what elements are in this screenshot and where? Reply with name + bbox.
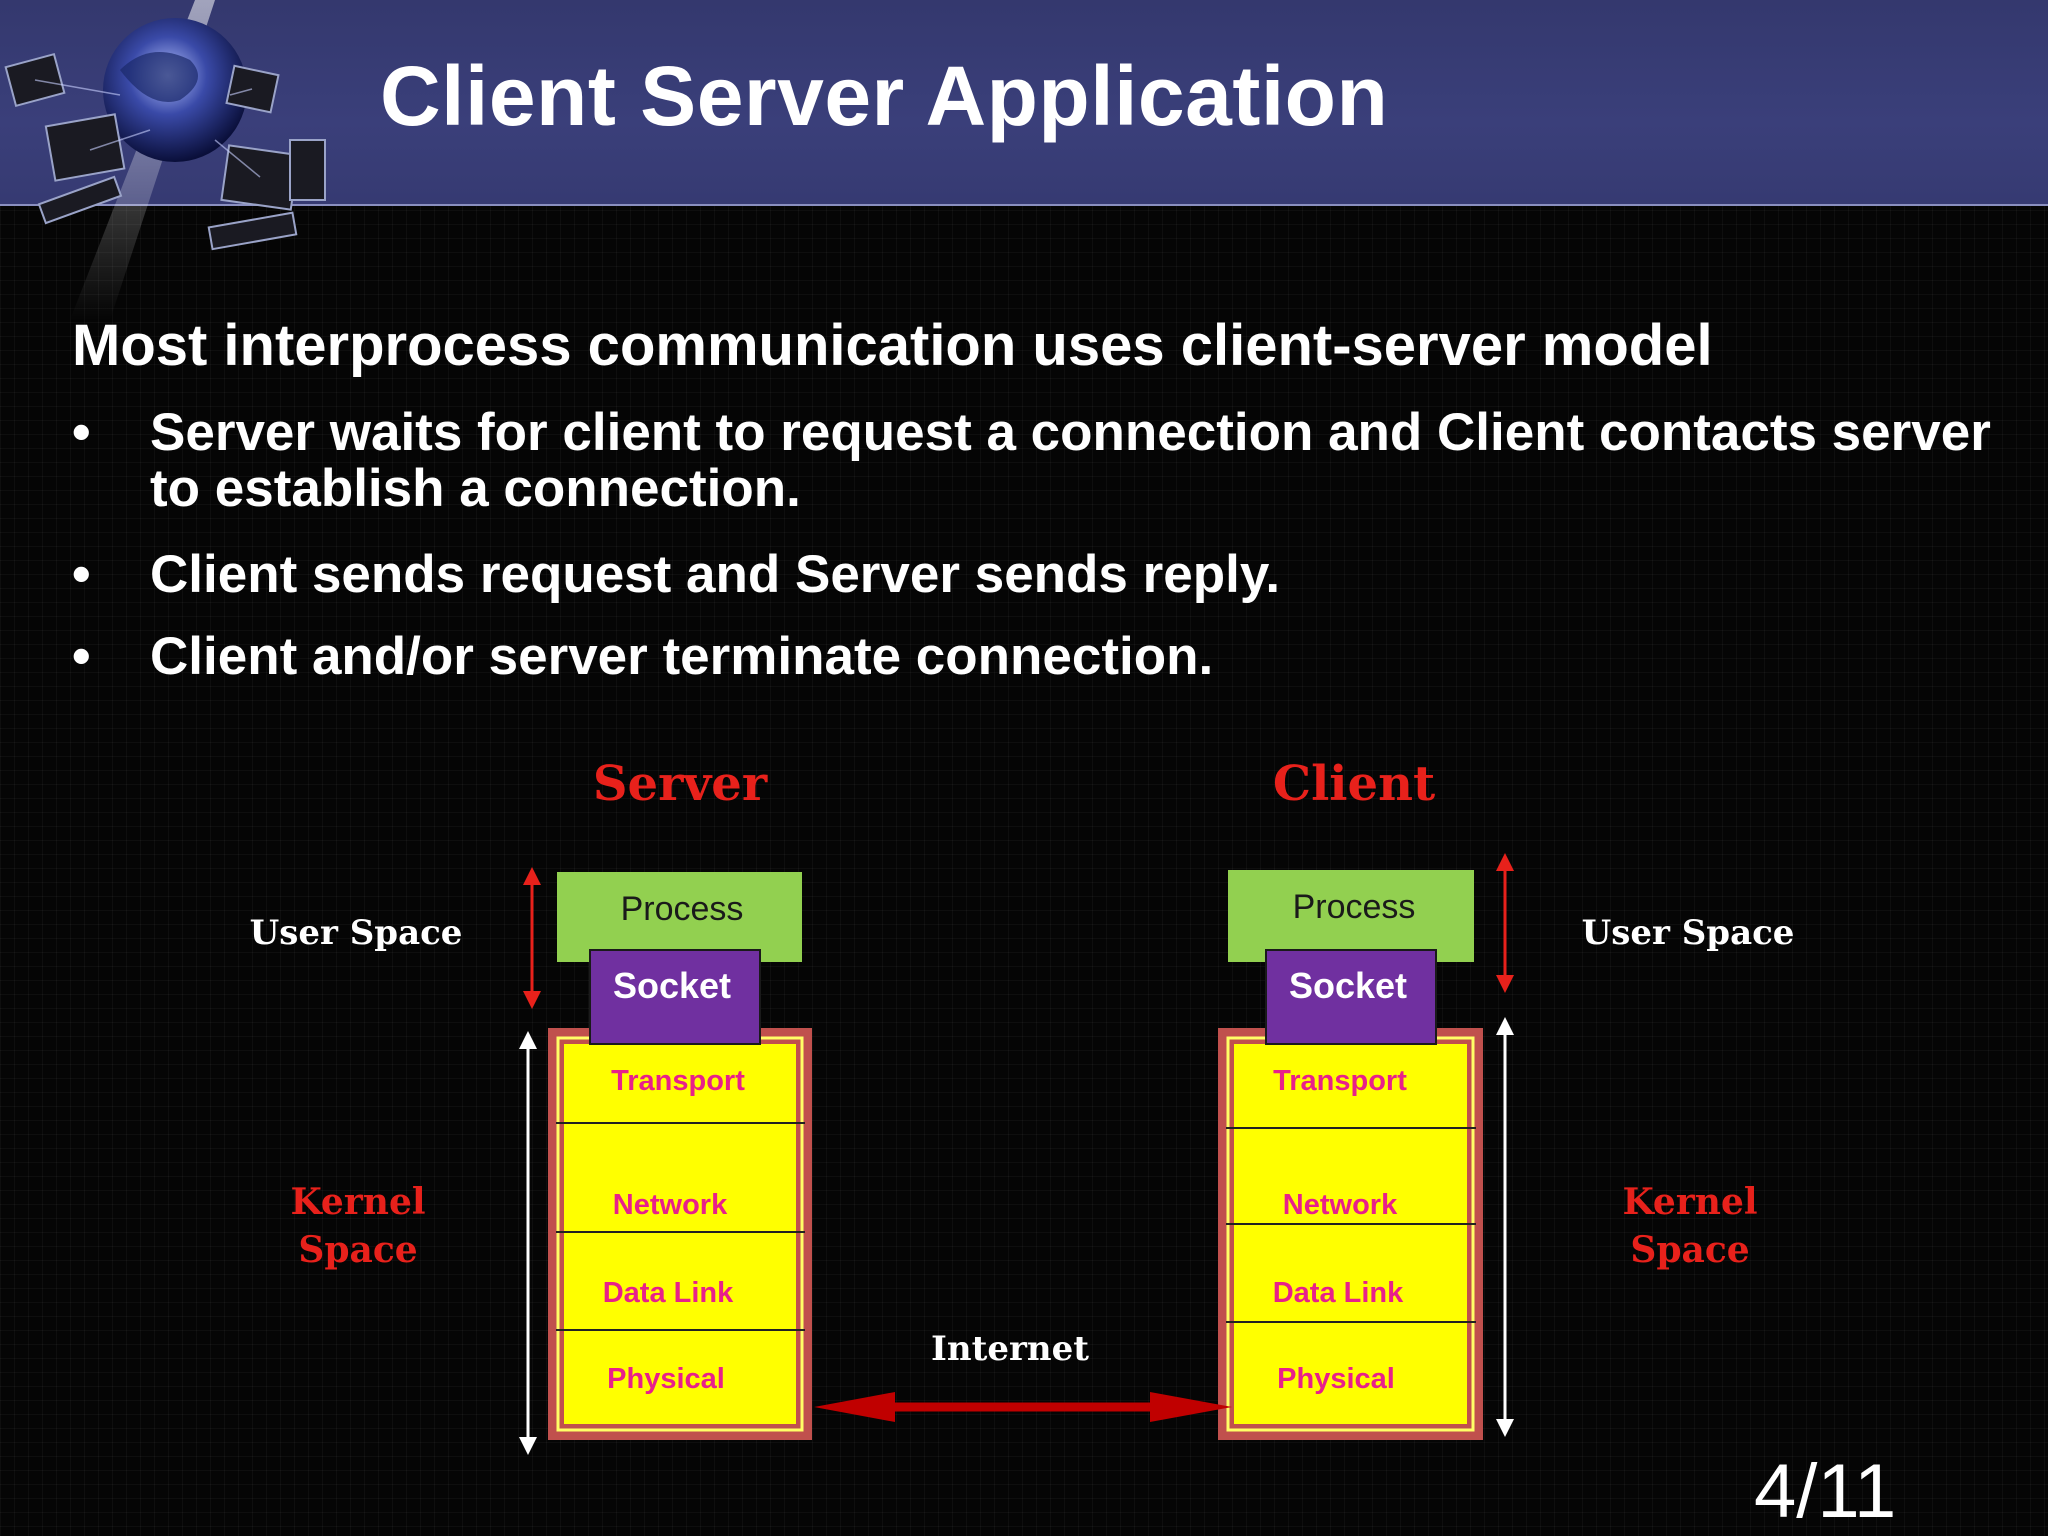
- client-kernel-label-1: Kernel: [1622, 1181, 1757, 1223]
- bullet-text: Server waits for client to request a con…: [150, 403, 1991, 518]
- client-process-box: [1228, 870, 1474, 962]
- bullet-text: Client sends request and Server sends re…: [150, 545, 1281, 604]
- server-socket-label: Socket: [613, 965, 731, 1006]
- page-number: 4/11: [1754, 1449, 1897, 1534]
- client-heading: Client: [1273, 756, 1435, 812]
- bullet-item: • Server waits for client to request a c…: [72, 405, 2048, 517]
- client-layer-datalink: Data Link: [1273, 1277, 1404, 1309]
- bullet-item: • Client sends request and Server sends …: [72, 547, 1280, 603]
- server-layer-network: Network: [613, 1189, 728, 1221]
- server-user-space-label: User Space: [250, 913, 463, 953]
- client-layer-physical: Physical: [1277, 1363, 1395, 1395]
- server-socket-box: [589, 949, 761, 1045]
- server-layer-physical: Physical: [607, 1363, 725, 1395]
- client-kernel-label-2: Space: [1630, 1229, 1749, 1271]
- server-layer-transport: Transport: [611, 1065, 745, 1097]
- client-socket-box: [1265, 949, 1437, 1045]
- bullet-item: • Client and/or server terminate connect…: [72, 629, 1213, 685]
- bullet-dot: •: [72, 545, 91, 604]
- lead-statement: Most interprocess communication uses cli…: [72, 313, 1713, 378]
- internet-connection-arrow: [814, 1392, 1232, 1422]
- bullet-dot: •: [72, 403, 91, 462]
- server-process-label: Process: [621, 890, 744, 928]
- bullet-dot: •: [72, 627, 91, 686]
- client-user-space-label: User Space: [1582, 913, 1795, 953]
- server-process-box: [557, 872, 802, 962]
- server-kernel-label-2: Space: [298, 1229, 417, 1271]
- client-layer-transport: Transport: [1273, 1065, 1407, 1097]
- server-heading: Server: [593, 756, 768, 812]
- network-globe-logo-icon: [4, 0, 326, 320]
- server-layer-datalink: Data Link: [603, 1277, 734, 1309]
- server-kernel-label-1: Kernel: [290, 1181, 425, 1223]
- bullet-text: Client and/or server terminate connectio…: [150, 627, 1214, 686]
- slide-title: Client Server Application: [380, 49, 1389, 143]
- title-bar: [0, 0, 2048, 206]
- internet-label: Internet: [931, 1329, 1089, 1369]
- client-socket-label: Socket: [1289, 965, 1407, 1006]
- client-process-label: Process: [1293, 888, 1416, 926]
- client-layer-network: Network: [1283, 1189, 1398, 1221]
